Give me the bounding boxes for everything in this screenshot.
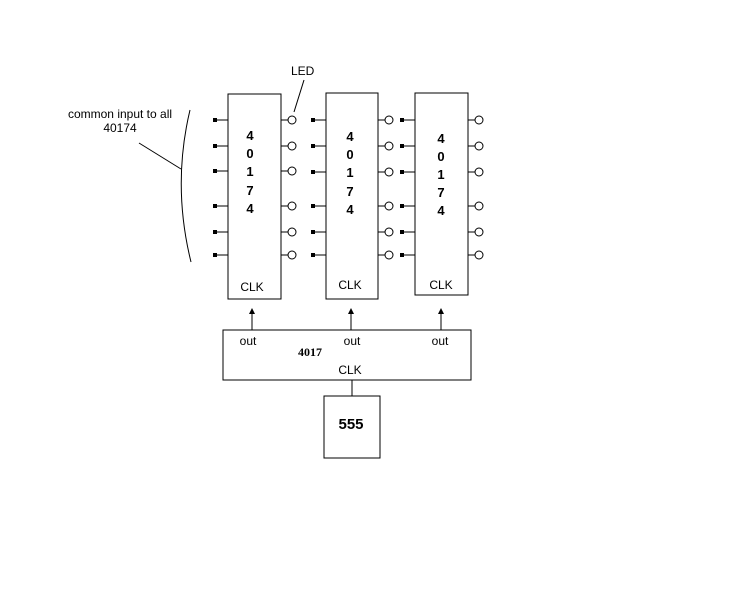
chip-40174-1-body [227,93,282,300]
chip-40174-1-digit: 7 [246,183,253,198]
led-icon [287,166,297,176]
clock-connection-2 [348,308,354,330]
chip-40174-3-body [414,92,469,296]
common-input-label-line2: 40174 [103,121,137,135]
chip-40174-2-digit: 7 [346,184,353,199]
input-pin-terminal [311,204,315,208]
input-pin-terminal [400,118,404,122]
common-input-pointer-line [138,142,182,170]
led-icon [384,115,394,125]
led-icon [474,250,484,260]
led-pointer-line [293,79,305,113]
led-icon [474,115,484,125]
led-icon [287,141,297,151]
chip-40174-1: 4 0 1 7 4 CLK [213,93,297,300]
input-pin-terminal [400,204,404,208]
input-pin-terminal [400,253,404,257]
led-icon [474,227,484,237]
led-icon [384,227,394,237]
counter-4017-out-label: out [432,334,449,348]
input-pin-terminal [213,230,217,234]
counter-4017-name: 4017 [298,345,322,359]
chip-40174-1-digit: 1 [246,164,253,179]
common-input-bracket [180,109,192,263]
input-pin-terminal [400,230,404,234]
arrow-up-icon [249,308,255,314]
clock-connection-1 [249,308,255,330]
arrow-up-icon [438,308,444,314]
chip-40174-1-digit: 4 [246,201,254,216]
chip-40174-1-pins [213,115,297,260]
chip-40174-2-digit: 1 [346,165,353,180]
timer-555-name: 555 [338,416,363,433]
led-icon [474,141,484,151]
led-icon [287,115,297,125]
input-pin-terminal [400,170,404,174]
chip-40174-2-digit: 0 [346,147,353,162]
chip-40174-3: 4 0 1 7 4 CLK [400,92,484,296]
chip-40174-1-digit: 0 [246,146,253,161]
counter-4017-body [222,329,472,381]
led-icon [287,201,297,211]
chip-40174-3-clk-label: CLK [429,278,452,292]
input-pin-terminal [213,253,217,257]
led-icon [474,167,484,177]
chip-40174-3-digit: 7 [437,185,444,200]
counter-4017: out out out 4017 CLK [222,329,472,381]
chip-40174-3-digit: 0 [437,149,444,164]
chip-40174-1-digit: 4 [246,128,254,143]
chip-40174-3-digit: 1 [437,167,444,182]
chip-40174-2-digit: 4 [346,129,354,144]
input-pin-terminal [213,144,217,148]
clock-connection-3 [438,308,444,330]
input-pin-terminal [311,230,315,234]
counter-4017-clk-label: CLK [338,363,361,377]
input-pin-terminal [213,169,217,173]
led-icon [384,201,394,211]
led-icon [384,250,394,260]
input-pin-terminal [213,118,217,122]
timer-555: 555 [323,395,381,459]
arrow-up-icon [348,308,354,314]
chip-40174-3-digit: 4 [437,131,445,146]
common-input-label-line1: common input to all [68,107,172,121]
input-pin-terminal [311,144,315,148]
input-pin-terminal [311,118,315,122]
chip-40174-3-pins [400,115,484,260]
input-pin-terminal [213,204,217,208]
timer-555-body [323,395,381,459]
led-icon [287,250,297,260]
chip-40174-2-clk-label: CLK [338,278,361,292]
led-label: LED [291,64,315,78]
counter-4017-out-label: out [240,334,257,348]
chip-40174-2-body [325,92,379,300]
input-pin-terminal [311,253,315,257]
input-pin-terminal [400,144,404,148]
chip-40174-2: 4 0 1 7 4 CLK [311,92,394,300]
led-icon [384,141,394,151]
chip-40174-2-pins [311,115,394,260]
led-icon [287,227,297,237]
led-icon [384,167,394,177]
led-icon [474,201,484,211]
chip-40174-2-digit: 4 [346,202,354,217]
input-pin-terminal [311,170,315,174]
chip-40174-1-clk-label: CLK [240,280,263,294]
chip-40174-3-digit: 4 [437,203,445,218]
counter-4017-out-label: out [344,334,361,348]
